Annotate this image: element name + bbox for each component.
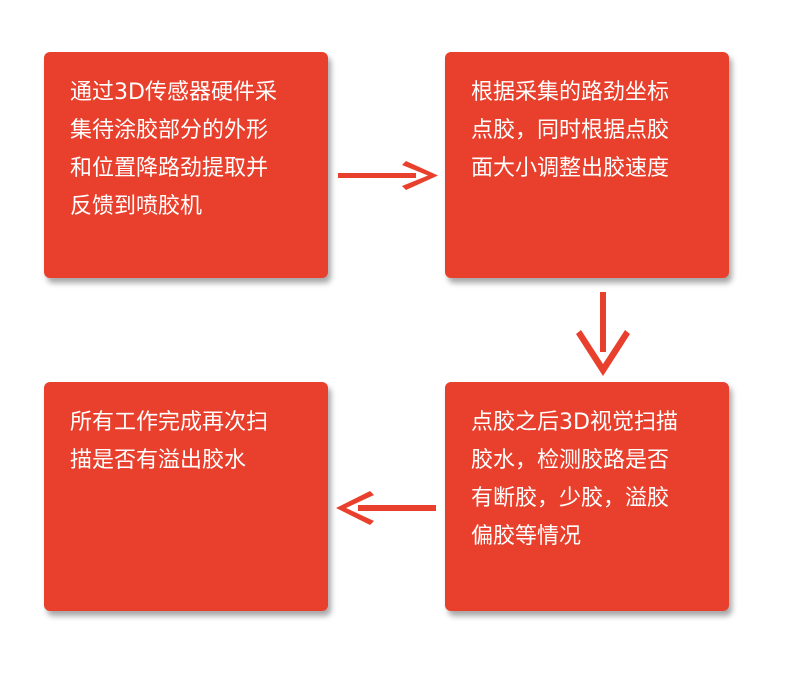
step-3-text: 点胶之后3D视觉扫描 胶水，检测胶路是否 有断胶，少胶，溢胶 偏胶等情况 — [471, 410, 678, 549]
step-1-text: 通过3D传感器硬件采 集待涂胶部分的外形 和位置降路劲提取并 反馈到喷胶机 — [70, 80, 277, 219]
arrow-down-icon — [576, 292, 630, 376]
arrow-right-icon — [338, 161, 438, 190]
step-2-box: 根据采集的路劲坐标 点胶，同时根据点胶 面大小调整出胶速度 — [445, 52, 729, 278]
step-4-text: 所有工作完成再次扫 描是否有溢出胶水 — [70, 410, 269, 473]
step-1-box: 通过3D传感器硬件采 集待涂胶部分的外形 和位置降路劲提取并 反馈到喷胶机 — [44, 52, 328, 278]
arrow-left-icon — [336, 491, 436, 525]
step-3-box: 点胶之后3D视觉扫描 胶水，检测胶路是否 有断胶，少胶，溢胶 偏胶等情况 — [445, 382, 729, 611]
step-2-text: 根据采集的路劲坐标 点胶，同时根据点胶 面大小调整出胶速度 — [471, 80, 670, 181]
step-4-box: 所有工作完成再次扫 描是否有溢出胶水 — [44, 382, 328, 611]
